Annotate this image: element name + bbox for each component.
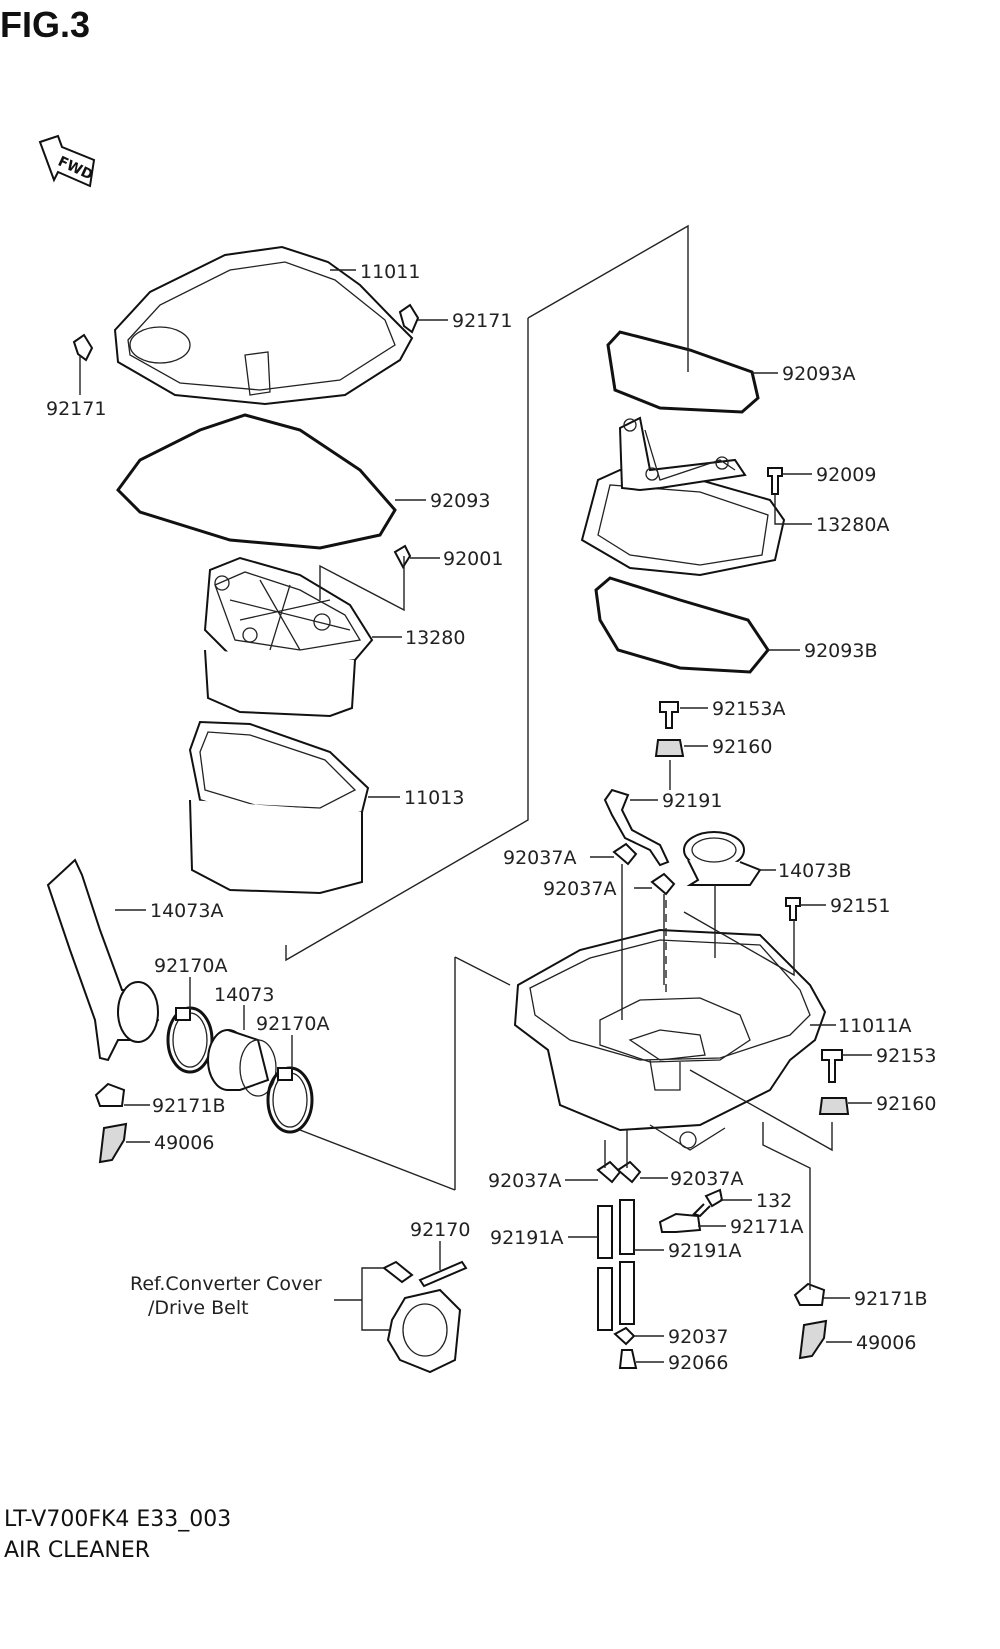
air-filter-element-11013 <box>188 720 370 895</box>
reference-note-line2: /Drive Belt <box>148 1297 249 1319</box>
element-holder-13280 <box>203 556 374 718</box>
bolt-92153A <box>659 701 679 729</box>
label-92191A-right: 92191A <box>668 1240 741 1262</box>
joint-14073 <box>207 1029 277 1097</box>
label-49006-right: 49006 <box>856 1332 916 1354</box>
label-92001: 92001 <box>443 548 503 570</box>
label-92093A: 92093A <box>782 363 855 385</box>
label-14073B: 14073B <box>778 860 851 882</box>
element-holder-13280A <box>580 416 786 577</box>
label-92171-right: 92171 <box>452 310 512 332</box>
label-92093B: 92093B <box>804 640 877 662</box>
cap-49006-left <box>98 1122 128 1164</box>
label-92153A: 92153A <box>712 698 785 720</box>
clip-92037 <box>613 1326 636 1346</box>
bolt-92153 <box>821 1049 843 1083</box>
model-code: LT-V700FK4 E33_003 <box>4 1507 232 1532</box>
hose-92191 <box>603 788 670 867</box>
clip-92037A-1 <box>612 842 638 866</box>
label-92170: 92170 <box>410 1219 470 1241</box>
leader-lines <box>79 269 872 1363</box>
label-92170A-left: 92170A <box>154 955 227 977</box>
group-boundary-line-middle <box>285 318 529 962</box>
figure-title: FIG.3 <box>0 4 91 45</box>
label-49006-left: 49006 <box>154 1132 214 1154</box>
gasket-92093A <box>606 330 760 414</box>
clamp-92170A-left <box>166 1006 214 1074</box>
label-92153: 92153 <box>876 1045 936 1067</box>
label-92171B-right: 92171B <box>854 1288 927 1310</box>
label-14073: 14073 <box>214 984 274 1006</box>
label-92191A-left: 92191A <box>490 1227 563 1249</box>
label-92093: 92093 <box>430 490 490 512</box>
clip-92037A-4 <box>616 1160 642 1184</box>
gasket-92093 <box>116 413 397 550</box>
label-92171A: 92171A <box>730 1216 803 1238</box>
label-92037A-3: 92037A <box>488 1170 561 1192</box>
fwd-arrow-icon: FWD <box>38 134 95 188</box>
label-92066: 92066 <box>668 1352 728 1374</box>
label-132: 132 <box>756 1190 792 1212</box>
clamp-92170A-right <box>266 1066 314 1134</box>
label-11011: 11011 <box>360 261 420 283</box>
label-92171-left: 92171 <box>46 398 106 420</box>
screw-92151 <box>785 897 801 921</box>
funnel-14073B <box>683 831 762 886</box>
label-92037: 92037 <box>668 1326 728 1348</box>
clip-92171-right <box>398 303 420 334</box>
label-92160-bottom: 92160 <box>876 1093 936 1115</box>
clip-92171A <box>658 1212 702 1233</box>
section-name: AIR CLEANER <box>4 1538 151 1563</box>
clip-92037A-3 <box>596 1160 622 1184</box>
label-92037A-4: 92037A <box>670 1168 743 1190</box>
clip-92171B-right <box>793 1282 826 1306</box>
tube-92191A-right <box>619 1199 635 1325</box>
figure-footer: LT-V700FK4 E33_003 AIR CLEANER <box>4 1504 231 1566</box>
screw-92009 <box>767 467 783 495</box>
label-92037A-1: 92037A <box>503 847 576 869</box>
air-cleaner-cover <box>113 245 414 406</box>
label-11011A: 11011A <box>838 1015 911 1037</box>
grommet-92160-bottom <box>818 1097 850 1115</box>
screw-132 <box>692 1188 724 1218</box>
label-13280: 13280 <box>405 627 465 649</box>
clip-92171-left <box>72 333 94 362</box>
air-cleaner-case-11011A <box>513 928 827 1151</box>
label-14073A: 14073A <box>150 900 223 922</box>
clip-92171B-left <box>94 1082 126 1107</box>
label-11013: 11013 <box>404 787 464 809</box>
wing-screw-92001 <box>393 544 412 569</box>
label-92191: 92191 <box>662 790 722 812</box>
clip-92037A-2 <box>650 872 676 896</box>
label-92171B-left: 92171B <box>152 1095 225 1117</box>
label-92037A-2: 92037A <box>543 878 616 900</box>
converter-cover-ref-part <box>382 1260 468 1374</box>
label-13280A: 13280A <box>816 514 889 536</box>
label-92151: 92151 <box>830 895 890 917</box>
gasket-92093B <box>594 576 770 674</box>
label-92160-top: 92160 <box>712 736 772 758</box>
label-92009: 92009 <box>816 464 876 486</box>
group-boundary-line-upper <box>527 224 689 372</box>
label-92170A-right: 92170A <box>256 1013 329 1035</box>
reference-note-line1: Ref.Converter Cover <box>130 1273 322 1295</box>
plug-92066 <box>618 1349 638 1369</box>
cap-49006-right <box>798 1319 828 1360</box>
tube-92191A-left <box>597 1205 613 1331</box>
grommet-92160-top <box>654 739 685 757</box>
duct-14073A <box>46 858 160 1062</box>
